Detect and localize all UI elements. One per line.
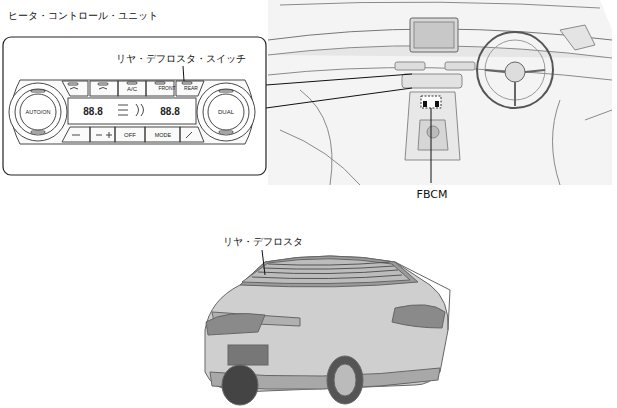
dashboard-drawing xyxy=(268,0,612,185)
part-label: リヤ・デフロスタ xyxy=(223,236,303,247)
control-panel-drawing xyxy=(9,80,255,144)
leader-line xyxy=(262,250,265,275)
fbcm-marker xyxy=(421,96,441,183)
car-rear-drawing xyxy=(205,256,450,405)
unit-heading: ヒータ・コントロール・ユニット xyxy=(8,10,158,21)
leader-line xyxy=(183,66,184,81)
display-digits: 88.8 xyxy=(160,106,179,117)
button-label: OFF xyxy=(124,132,136,139)
button-label: REAR xyxy=(184,86,198,92)
module-label: FBCM xyxy=(417,189,448,201)
inset-frame xyxy=(3,37,266,175)
display-digits: 88.8 xyxy=(83,106,102,117)
knob-label: DUAL xyxy=(218,109,234,116)
button-label: MODE xyxy=(155,132,172,138)
button-label: A/C xyxy=(127,86,137,93)
switch-label: リヤ・デフロスタ・スイッチ xyxy=(116,53,246,64)
button-label: FRONT xyxy=(158,86,175,92)
zoom-lines xyxy=(266,74,412,108)
knob-label: AUTO/ON xyxy=(26,109,51,115)
